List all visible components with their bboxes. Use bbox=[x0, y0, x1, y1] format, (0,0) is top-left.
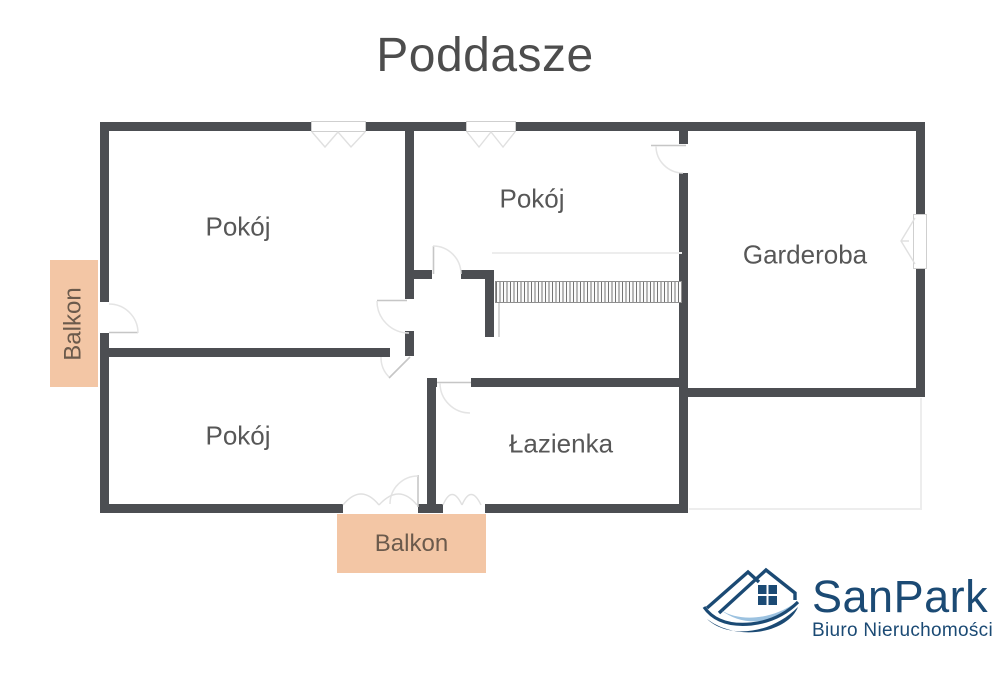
room-label-lazienka: Łazienka bbox=[508, 428, 614, 459]
door-gap-bathroom bbox=[437, 378, 471, 387]
wall-interior-vertical-left bbox=[405, 122, 414, 356]
door-gap-balcony-left bbox=[100, 302, 109, 333]
wall-interior-vertical-right bbox=[679, 122, 688, 513]
house-wave-icon bbox=[702, 567, 800, 633]
door-arc-bathroom bbox=[439, 382, 471, 414]
door-gap-balcony-bottom-left bbox=[343, 504, 418, 513]
balcony-left: Balkon bbox=[50, 260, 98, 387]
door-gap-balcony-bottom-right bbox=[443, 504, 485, 513]
casement-mark-window-top-middle bbox=[466, 130, 516, 149]
balcony-left-label: Balkon bbox=[60, 286, 88, 361]
door-gap-room-top-left bbox=[405, 299, 414, 331]
room-label-pokoj-bottom-left: Pokój bbox=[205, 420, 271, 451]
room-label-pokoj-top-middle: Pokój bbox=[499, 183, 565, 214]
plan-title: Poddasze bbox=[376, 29, 594, 82]
door-gap-room-top-middle bbox=[432, 270, 461, 279]
room-label-pokoj-top-left: Pokój bbox=[205, 211, 271, 242]
logo-brand-text: SanPark bbox=[812, 571, 989, 622]
balcony-bottom: Balkon bbox=[337, 514, 486, 573]
roof-outline-below-garderoba bbox=[689, 398, 922, 510]
wall-left-rooms-divider bbox=[100, 348, 390, 357]
wall-stair-stub bbox=[485, 273, 494, 337]
agency-logo: SanPark Biuro Nieruchomości bbox=[698, 558, 998, 658]
window-garderoba-right bbox=[913, 214, 927, 269]
door-arc-balcony-bottom bbox=[389, 475, 419, 505]
stairs-hatch bbox=[495, 281, 682, 303]
door-arc-room-bottom-left bbox=[380, 356, 390, 378]
wall-garderoba-bottom bbox=[679, 388, 925, 397]
door-gap-garderoba bbox=[679, 144, 688, 173]
room-label-garderoba: Garderoba bbox=[742, 239, 868, 270]
window-top-middle bbox=[466, 121, 516, 132]
door-arc-balcony-left bbox=[108, 303, 139, 334]
balcony-bottom-label: Balkon bbox=[374, 529, 449, 557]
wall-bathroom-top bbox=[427, 378, 688, 387]
logo-tagline-text: Biuro Nieruchomości bbox=[812, 620, 993, 641]
wall-bathroom-left bbox=[427, 378, 436, 504]
window-top-left bbox=[311, 121, 366, 132]
casement-mark-window-top-left bbox=[311, 130, 366, 149]
door-leaf-room-bottom-left bbox=[388, 356, 411, 379]
